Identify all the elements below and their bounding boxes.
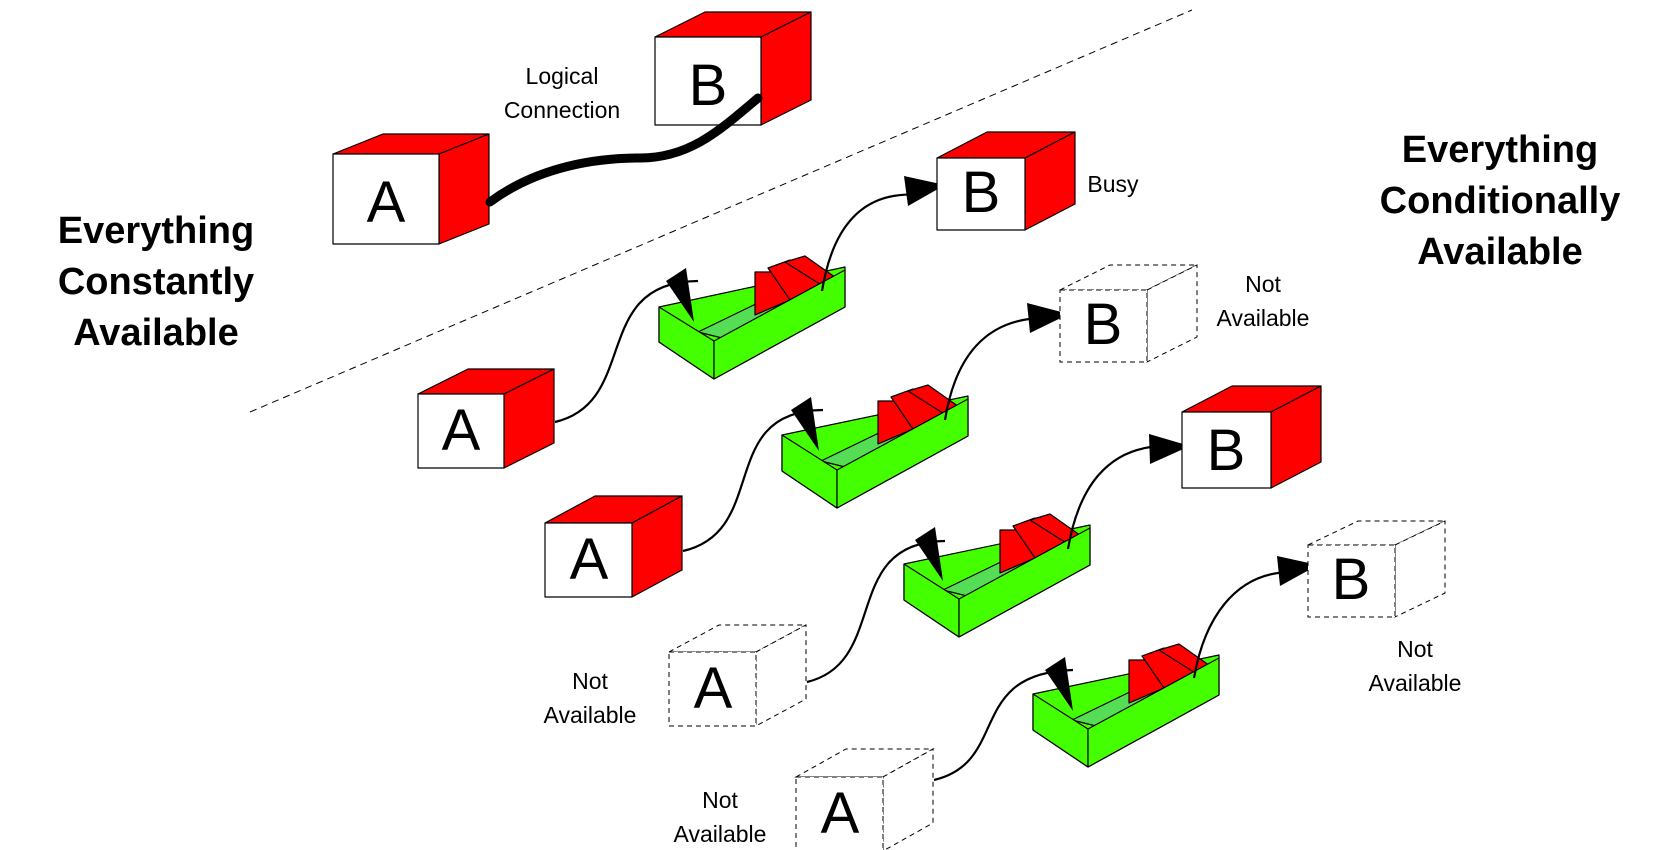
arrowhead — [1045, 657, 1073, 711]
not-available-label: Not Available — [1369, 636, 1462, 696]
svg-text:Available: Available — [674, 821, 767, 847]
svg-text:Connection: Connection — [504, 97, 620, 123]
box-a-solid: A — [417, 368, 555, 469]
wire-a-to-queue — [806, 539, 946, 684]
wire-queue-to-b — [1066, 444, 1167, 550]
message-queue — [781, 384, 969, 509]
box-a-dashed: A — [794, 748, 935, 850]
svg-text:B: B — [1084, 292, 1123, 357]
svg-text:A: A — [694, 656, 733, 721]
svg-text:Available: Available — [73, 312, 238, 354]
svg-text:Available: Available — [1417, 231, 1582, 273]
svg-text:Not: Not — [572, 668, 608, 694]
svg-text:A: A — [367, 170, 406, 235]
svg-text:B: B — [962, 160, 1001, 225]
box-b-solid: B — [654, 11, 812, 126]
svg-text:Logical: Logical — [526, 63, 599, 89]
heading-conditionally-available: Everything Conditionally Available — [1380, 129, 1621, 273]
wire-a-to-queue — [554, 279, 699, 424]
svg-text:Available: Available — [1369, 670, 1462, 696]
logical-connection-label: Logical Connection — [504, 63, 620, 123]
wire-a-to-queue — [682, 408, 824, 553]
box-b-solid: B — [936, 131, 1076, 231]
svg-text:Constantly: Constantly — [58, 261, 254, 303]
logical-connection-line — [485, 93, 763, 207]
box-b-solid: B — [1181, 385, 1322, 489]
not-available-label: Not Available — [544, 668, 637, 728]
wire-queue-to-b — [820, 193, 921, 292]
box-a-solid: A — [544, 495, 683, 598]
wire-queue-to-b — [943, 316, 1046, 421]
row-logical-connection: A B Logical Connection — [332, 11, 812, 245]
divider-line — [249, 9, 1193, 413]
wire-a-to-queue — [933, 668, 1074, 782]
busy-label: Busy — [1087, 171, 1139, 197]
message-queue — [658, 255, 846, 380]
svg-text:B: B — [1207, 418, 1246, 483]
row-a-not-available: A Not Available B — [544, 385, 1322, 728]
svg-text:Available: Available — [1217, 305, 1310, 331]
message-queue — [1032, 643, 1220, 768]
box-b-dashed: B — [1307, 520, 1446, 618]
svg-text:Available: Available — [544, 702, 637, 728]
box-b-dashed: B — [1059, 264, 1198, 363]
arrowhead — [791, 397, 819, 451]
wire-queue-to-b — [1192, 570, 1291, 679]
arrowhead — [904, 176, 945, 206]
svg-text:Everything: Everything — [1402, 129, 1598, 171]
svg-text:Conditionally: Conditionally — [1380, 180, 1621, 222]
row-both-not-available: A Not Available B Not Available — [674, 520, 1462, 850]
row-b-not-available: A B Not Available — [544, 264, 1310, 598]
svg-text:Everything: Everything — [58, 210, 254, 252]
arrowhead — [1149, 434, 1190, 464]
box-a-dashed: A — [668, 624, 807, 727]
svg-text:B: B — [1332, 547, 1371, 612]
svg-text:A: A — [442, 398, 481, 463]
svg-text:A: A — [821, 781, 860, 846]
message-queue — [903, 513, 1091, 638]
heading-constantly-available: Everything Constantly Available — [58, 210, 254, 354]
not-available-label: Not Available — [674, 787, 767, 847]
svg-text:Not: Not — [1397, 636, 1433, 662]
row-busy: A B Busy — [417, 131, 1139, 469]
svg-text:Not: Not — [702, 787, 738, 813]
svg-text:Not: Not — [1245, 271, 1281, 297]
arrowhead — [915, 527, 943, 581]
box-a-solid: A — [332, 133, 490, 245]
svg-text:A: A — [570, 527, 609, 592]
arrowhead — [666, 268, 694, 322]
arrowhead — [1027, 303, 1069, 333]
not-available-label: Not Available — [1217, 271, 1310, 331]
svg-text:B: B — [689, 53, 728, 118]
